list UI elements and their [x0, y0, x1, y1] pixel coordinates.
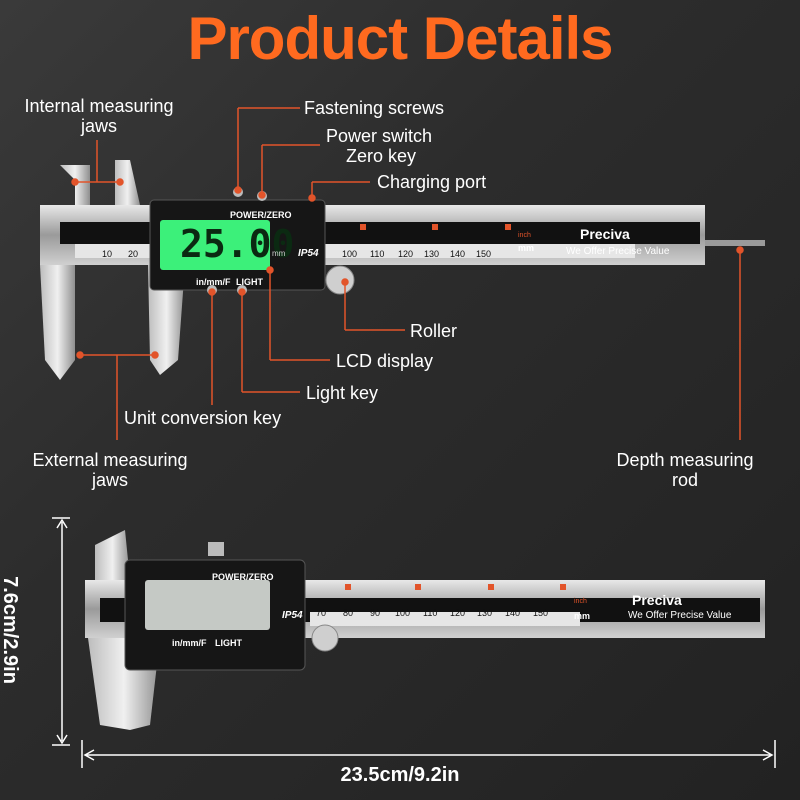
unit-key-label: in/mm/F [196, 277, 231, 287]
internal-jaw-moving [115, 160, 140, 205]
label-unit-conversion-key: Unit conversion key [124, 408, 282, 428]
label-depth-rod-line1: Depth measuring [616, 450, 754, 470]
scale-unit-top: mm [518, 243, 535, 253]
label-internal-jaws-line2: jaws [80, 116, 117, 136]
label-fastening-screws: Fastening screws [304, 98, 445, 118]
scale-number: 150 [476, 249, 492, 259]
lcd-unit: mm [272, 249, 286, 258]
scale-number: 20 [128, 249, 139, 259]
label-charging-port: Charging port [377, 172, 487, 192]
slogan-bottom: We Offer Precise Value [628, 610, 732, 621]
scale-unit-bottom: mm [574, 611, 591, 621]
inch-label-top: inch [518, 232, 531, 239]
scale-number: 100 [395, 608, 411, 618]
lcd-display-bottom [145, 580, 270, 630]
external-jaw-moving [148, 265, 185, 375]
label-depth-rod-line2: rod [671, 470, 698, 490]
caliper-bottom [85, 530, 765, 730]
depth-rod [705, 240, 765, 246]
roller [325, 265, 355, 295]
brand-bottom: Preciva [632, 592, 682, 608]
ip-rating-bottom: IP54 [282, 610, 303, 621]
light-key-label-bottom: LIGHT [215, 638, 242, 648]
label-internal-jaws: Internal measuring jaws [14, 96, 184, 136]
scale-number: 140 [505, 608, 521, 618]
label-internal-jaws-line1: Internal measuring [24, 96, 174, 116]
page-title: Product Details [187, 5, 613, 72]
label-external-jaws-line2: jaws [91, 470, 128, 490]
scale-number: 100 [342, 249, 358, 259]
scale-number: 120 [450, 608, 466, 618]
inch-label-bottom: inch [574, 598, 587, 605]
width-dimension: 23.5cm/9.2in [340, 764, 460, 786]
label-depth-rod: Depth measuring rod [600, 450, 770, 490]
scale-number: 110 [370, 249, 385, 259]
power-zero-label-bottom: POWER/ZERO [212, 572, 274, 582]
label-zero-key: Zero key [346, 146, 417, 166]
power-zero-label: POWER/ZERO [230, 210, 292, 220]
lcd-reading: 25.00 [180, 222, 295, 266]
brand-top: Preciva [580, 226, 630, 242]
label-lcd-display: LCD display [336, 351, 434, 371]
scale-number: 110 [423, 608, 438, 618]
caliper-top [40, 160, 765, 380]
label-external-jaws-line1: External measuring [32, 450, 188, 470]
label-power-switch: Power switch [326, 126, 433, 146]
label-external-jaws: External measuring jaws [20, 450, 200, 490]
scale-number: 130 [424, 249, 440, 259]
scale-number: 80 [343, 608, 354, 618]
scale-number: 130 [477, 608, 493, 618]
light-key-label: LIGHT [236, 277, 263, 287]
slogan-top: We Offer Precise Value [566, 246, 670, 257]
scale-number: 140 [450, 249, 466, 259]
label-light-key: Light key [306, 383, 379, 403]
scale-number: 10 [102, 249, 113, 259]
scale-number: 90 [370, 608, 381, 618]
scale-number: 150 [533, 608, 549, 618]
scale-number: 120 [398, 249, 414, 259]
external-jaw-fixed [40, 265, 75, 380]
unit-key-label-bottom: in/mm/F [172, 638, 207, 648]
lcd-display [160, 220, 270, 270]
label-roller: Roller [410, 321, 458, 341]
ip-rating: IP54 [298, 248, 319, 259]
height-dimension: 7.6cm/2.9in [0, 576, 21, 684]
scale-number: 70 [316, 608, 327, 618]
